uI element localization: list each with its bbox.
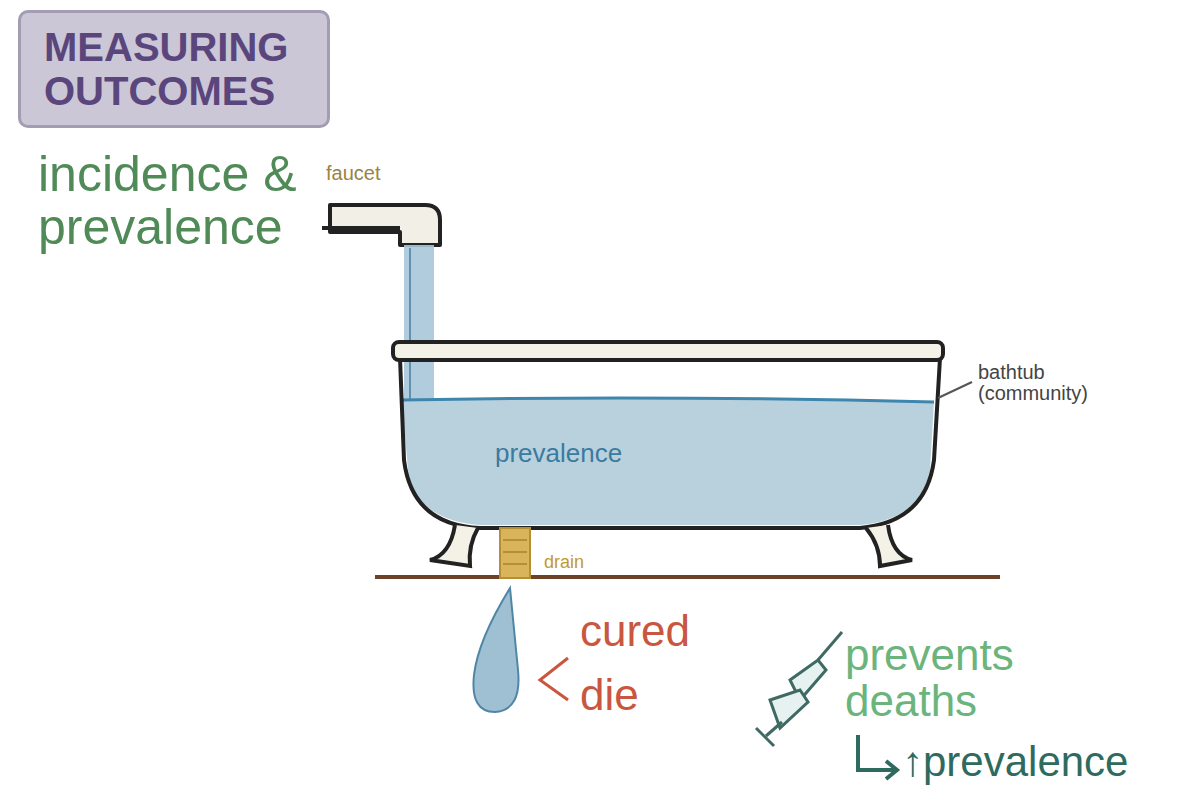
- title: MEASURING OUTCOMES: [44, 25, 304, 113]
- part-label: drain: [544, 553, 624, 572]
- tub-leg: [866, 525, 912, 566]
- part-label: prevalence: [495, 440, 695, 467]
- heading-label: incidence & prevalence: [38, 148, 348, 253]
- part-label: bathtub (community): [978, 362, 1138, 404]
- water-stream-line: [409, 248, 411, 405]
- hook-arrow-head: [886, 761, 897, 779]
- syringe-icon: [756, 632, 842, 746]
- faucet-icon: [330, 205, 440, 245]
- faucet-handle: [322, 226, 400, 230]
- drain-pipe: [500, 528, 530, 578]
- tub-rim: [393, 342, 943, 360]
- note-label: ↑prevalence: [902, 740, 1187, 784]
- note-label: prevents deaths: [845, 632, 1060, 724]
- tub-body: [400, 358, 940, 528]
- leader-line: [938, 382, 972, 398]
- outcome-label: die: [580, 672, 700, 718]
- title-box: MEASURING OUTCOMES: [18, 10, 330, 128]
- water-stream: [404, 245, 434, 410]
- floor-line: [375, 575, 1000, 579]
- water-surface: [402, 398, 934, 402]
- water-drop: [473, 588, 518, 712]
- part-label: faucet: [326, 163, 406, 184]
- bracket: [540, 658, 568, 700]
- outcome-label: cured: [580, 608, 740, 654]
- tub-leg: [430, 525, 478, 566]
- tub-water: [402, 398, 934, 525]
